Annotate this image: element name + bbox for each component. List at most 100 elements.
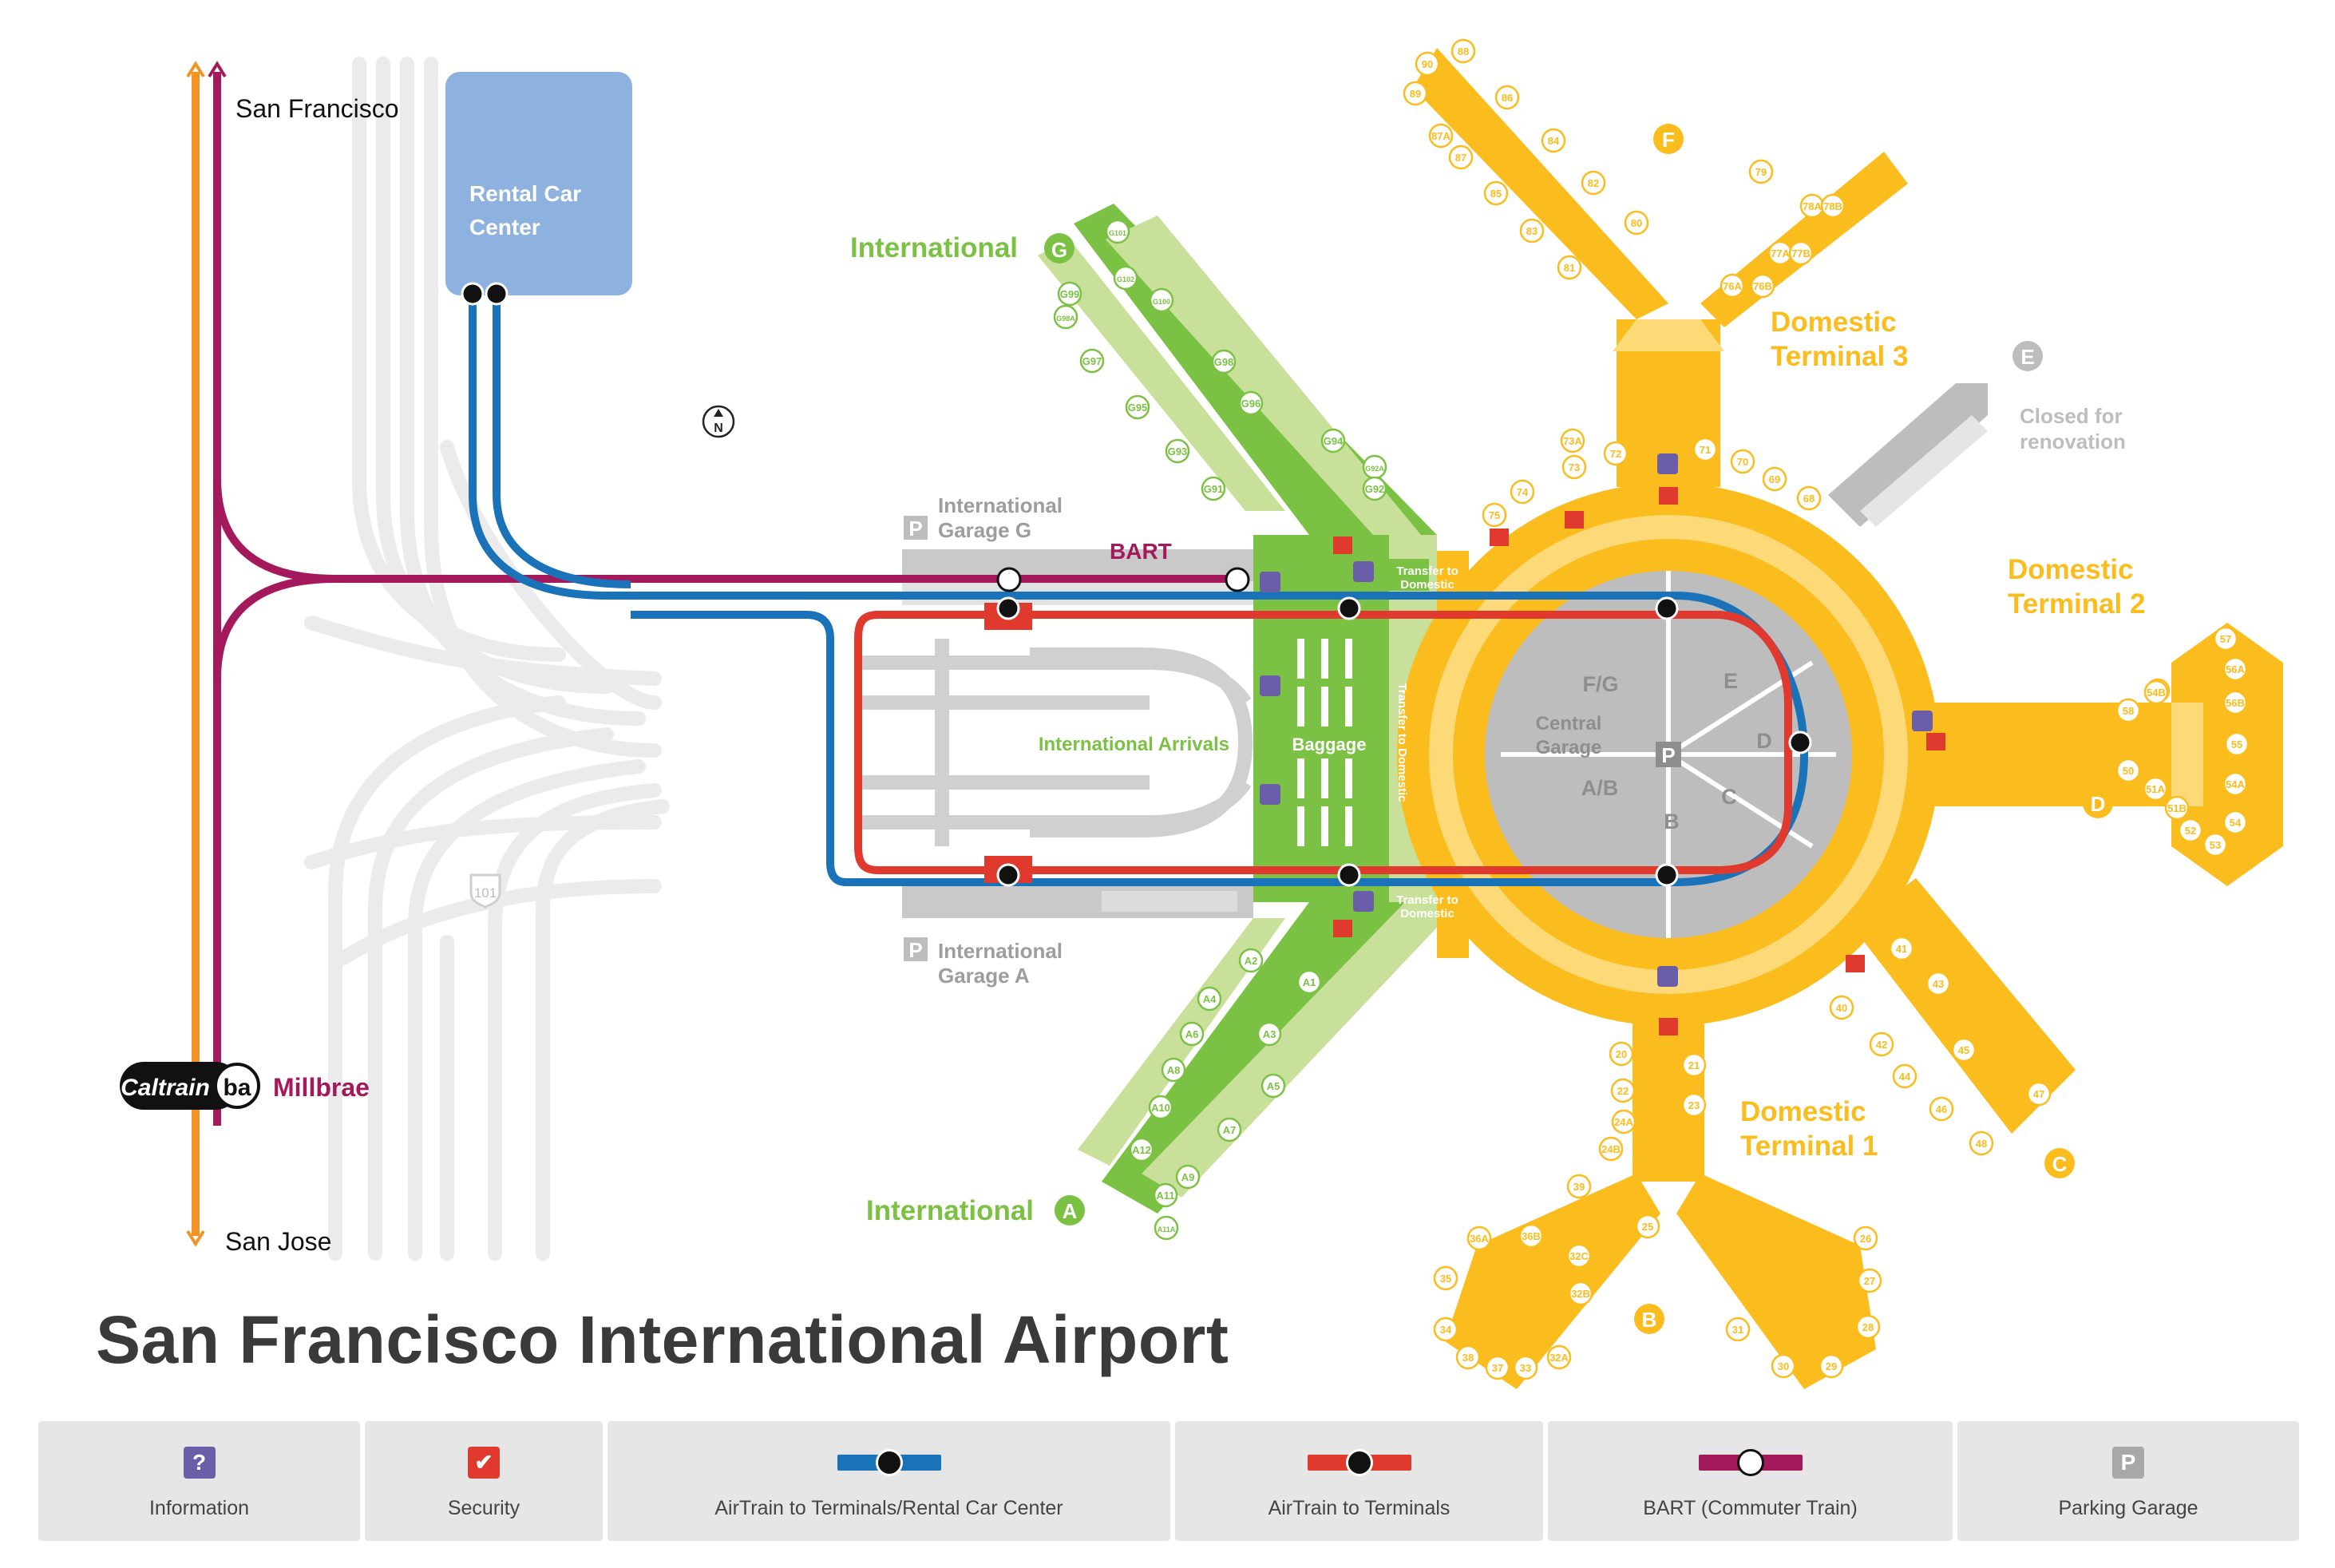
garage-a[interactable] — [902, 886, 1253, 918]
gate-g98a[interactable]: G98A — [1053, 304, 1078, 330]
gate-44[interactable]: 44 — [1892, 1063, 1917, 1089]
gate-a2[interactable]: A2 — [1238, 948, 1264, 973]
gate-52[interactable]: 52 — [2178, 818, 2203, 843]
gate-g100[interactable]: G100 — [1149, 287, 1174, 313]
gate-70[interactable]: 70 — [1730, 449, 1755, 474]
pier-d[interactable] — [1932, 623, 2283, 886]
gate-71[interactable]: 71 — [1692, 437, 1718, 462]
bart-station-garage-g[interactable] — [996, 567, 1022, 592]
gate-g99[interactable]: G99 — [1057, 281, 1082, 307]
boarding-area-g[interactable] — [1038, 204, 1437, 535]
gate-a11a[interactable]: A11A — [1154, 1215, 1179, 1241]
gate-48[interactable]: 48 — [1969, 1130, 1994, 1156]
station-international-top[interactable] — [1337, 596, 1361, 620]
gate-g101[interactable]: G101 — [1105, 219, 1130, 244]
gate-a1[interactable]: A1 — [1296, 969, 1322, 995]
gate-31[interactable]: 31 — [1725, 1317, 1751, 1342]
gate-28[interactable]: 28 — [1855, 1314, 1881, 1340]
gate-72[interactable]: 72 — [1603, 441, 1629, 466]
gate-26[interactable]: 26 — [1853, 1225, 1878, 1251]
station-rental-2[interactable] — [485, 282, 509, 306]
gate-a7[interactable]: A7 — [1217, 1117, 1242, 1142]
gate-73a[interactable]: 73A — [1560, 428, 1585, 453]
gate-g96[interactable]: G96 — [1238, 390, 1264, 416]
gate-85[interactable]: 85 — [1483, 180, 1509, 206]
gate-g91[interactable]: G91 — [1201, 476, 1226, 501]
gate-42[interactable]: 42 — [1869, 1031, 1894, 1057]
gate-g92a[interactable]: G92A — [1362, 454, 1387, 480]
gate-33[interactable]: 33 — [1513, 1355, 1538, 1380]
gate-39[interactable]: 39 — [1566, 1174, 1592, 1199]
gate-24a[interactable]: 24A — [1611, 1109, 1636, 1134]
gate-41[interactable]: 41 — [1889, 936, 1914, 961]
gate-68[interactable]: 68 — [1796, 485, 1822, 511]
station-terminal-2[interactable] — [1788, 731, 1812, 754]
gate-22[interactable]: 22 — [1610, 1078, 1636, 1103]
gate-a3[interactable]: A3 — [1257, 1021, 1282, 1047]
gate-g94[interactable]: G94 — [1320, 428, 1346, 453]
boarding-area-a[interactable] — [1078, 902, 1461, 1214]
gate-78b[interactable]: 78B — [1820, 193, 1846, 219]
gate-74[interactable]: 74 — [1510, 479, 1535, 505]
gate-23[interactable]: 23 — [1681, 1092, 1707, 1118]
gate-a5[interactable]: A5 — [1261, 1073, 1286, 1099]
gate-a11[interactable]: A11 — [1153, 1182, 1178, 1208]
gate-54[interactable]: 54 — [2222, 810, 2248, 835]
gate-77b[interactable]: 77B — [1788, 240, 1814, 266]
millbrae-station[interactable] — [120, 1062, 260, 1110]
station-terminal-3[interactable] — [1655, 596, 1679, 620]
pier-b[interactable] — [1445, 1014, 1876, 1389]
gate-76a[interactable]: 76A — [1720, 273, 1745, 299]
gate-73[interactable]: 73 — [1561, 454, 1587, 480]
gate-38[interactable]: 38 — [1455, 1344, 1481, 1370]
gate-84[interactable]: 84 — [1541, 128, 1566, 153]
gate-80[interactable]: 80 — [1624, 210, 1649, 236]
gate-50[interactable]: 50 — [2115, 758, 2141, 783]
gate-g95[interactable]: G95 — [1125, 394, 1150, 420]
gate-90[interactable]: 90 — [1415, 51, 1440, 77]
station-rental-1[interactable] — [461, 282, 485, 306]
gate-87a[interactable]: 87A — [1428, 123, 1454, 148]
gate-g92[interactable]: G92 — [1362, 476, 1387, 501]
gate-32a[interactable]: 32A — [1546, 1344, 1572, 1370]
gate-27[interactable]: 27 — [1857, 1268, 1882, 1293]
gate-76b[interactable]: 76B — [1750, 273, 1775, 299]
gate-g98[interactable]: G98 — [1211, 349, 1237, 374]
gate-82[interactable]: 82 — [1581, 170, 1606, 196]
gate-54b[interactable]: 54B — [2143, 679, 2169, 705]
gate-51a[interactable]: 51A — [2143, 776, 2168, 802]
gate-37[interactable]: 37 — [1485, 1355, 1510, 1380]
rental-car-center[interactable] — [445, 72, 632, 295]
gate-24b[interactable]: 24B — [1598, 1136, 1624, 1162]
station-terminal-1[interactable] — [1655, 863, 1679, 887]
gate-79[interactable]: 79 — [1748, 159, 1774, 184]
gate-75[interactable]: 75 — [1482, 502, 1507, 528]
pier-f[interactable] — [1413, 48, 1908, 487]
gate-56b[interactable]: 56B — [2222, 690, 2248, 715]
gate-53[interactable]: 53 — [2202, 832, 2228, 857]
gate-a4[interactable]: A4 — [1197, 986, 1222, 1012]
gate-86[interactable]: 86 — [1494, 85, 1520, 110]
gate-29[interactable]: 29 — [1819, 1353, 1844, 1379]
gate-57[interactable]: 57 — [2213, 626, 2238, 651]
gate-43[interactable]: 43 — [1925, 971, 1951, 996]
gate-25[interactable]: 25 — [1635, 1214, 1660, 1239]
gate-20[interactable]: 20 — [1609, 1041, 1634, 1067]
gate-78a[interactable]: 78A — [1799, 193, 1825, 219]
gate-34[interactable]: 34 — [1433, 1317, 1458, 1342]
gate-54a[interactable]: 54A — [2222, 771, 2248, 797]
gate-g102[interactable]: G102 — [1113, 265, 1138, 291]
gate-89[interactable]: 89 — [1403, 81, 1428, 106]
gate-35[interactable]: 35 — [1433, 1265, 1458, 1291]
gate-40[interactable]: 40 — [1829, 995, 1854, 1020]
gate-32c[interactable]: 32C — [1566, 1243, 1592, 1269]
gate-36b[interactable]: 36B — [1518, 1223, 1544, 1249]
bart-station-international[interactable] — [1225, 567, 1250, 592]
gate-51b[interactable]: 51B — [2164, 795, 2190, 821]
gate-46[interactable]: 46 — [1929, 1096, 1954, 1122]
gate-a6[interactable]: A6 — [1179, 1021, 1205, 1047]
gate-81[interactable]: 81 — [1557, 255, 1582, 280]
gate-g97[interactable]: G97 — [1079, 348, 1105, 374]
gate-69[interactable]: 69 — [1762, 466, 1787, 492]
gate-30[interactable]: 30 — [1771, 1353, 1796, 1379]
